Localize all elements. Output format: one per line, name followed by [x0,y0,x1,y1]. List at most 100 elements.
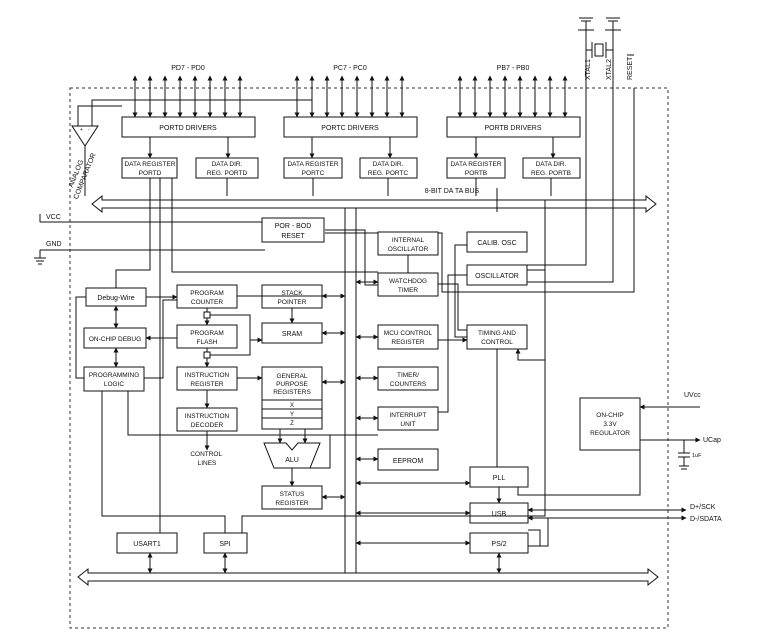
usb-block: USB [469,502,529,524]
svg-text:TIMER/: TIMER/ [397,372,419,379]
svg-text:LOGIC: LOGIC [104,381,125,388]
pd-pins-label: PD7 - PD0 [171,65,205,72]
data-dir-register-portd: DATA DIR. REG. PORTD [195,157,259,179]
svg-text:REGISTER: REGISTER [190,381,224,388]
data-register-portb: DATA REGISTER PORTB [446,157,506,179]
dminus-label: D-/SDATA [690,516,722,523]
mcu-control-register-block: MCU CONTROL REGISTER [377,324,439,350]
control-lines-label: CONTROL LINES [190,451,223,467]
svg-text:INSTRUCTION: INSTRUCTION [185,413,230,420]
pb-pins-label: PB7 - PB0 [497,65,530,72]
sram-block: SRAM [261,322,323,344]
instruction-decoder-block: INSTRUCTION DECODER [176,407,238,432]
pll-block: PLL [469,466,529,488]
reset-label: RESET [627,56,634,80]
svg-text:CALIB. OSC: CALIB. OSC [477,240,516,247]
svg-text:ON-CHIP: ON-CHIP [596,412,623,419]
svg-text:+: + [80,127,83,133]
debug-wire-block: Debug-Wire [85,287,147,307]
svg-text:POR - BOD: POR - BOD [275,223,312,230]
chip-boundary [69,87,669,629]
status-register-block: STATUS REGISTER [261,485,323,510]
svg-text:OSCILLATOR: OSCILLATOR [475,273,519,280]
interrupt-unit-block: INTERRUPT UNIT [377,406,439,431]
svg-text:Y: Y [290,412,294,418]
portb-pin-arrows [457,75,568,118]
svg-text:REG. PORTB: REG. PORTB [531,170,571,177]
svg-text:FLASH: FLASH [197,339,218,346]
internal-oscillator-block: INTERNAL OSCILLATOR [377,231,439,256]
portb-drivers-block: PORTB DRIVERS [446,116,581,138]
svg-text:POINTER: POINTER [278,299,307,306]
svg-text:RESET: RESET [281,233,305,240]
data-bus-label: 8-BIT DA TA BUS [425,188,480,195]
on-chip-debug-block: ON-CHIP DEBUG [83,327,147,349]
svg-text:TIMING AND: TIMING AND [478,330,516,337]
svg-text:REGULATOR: REGULATOR [590,430,630,437]
svg-text:DATA DIR.: DATA DIR. [212,161,243,168]
portc-pin-arrows [294,75,405,118]
svg-text:DATA DIR.: DATA DIR. [536,161,567,168]
svg-text:SPI: SPI [219,541,230,548]
svg-text:-: - [88,127,90,133]
svg-text:REG. PORTC: REG. PORTC [368,170,409,177]
analog-comparator-label: ANALOG COMPARATOR [64,149,97,200]
oscillator-block: OSCILLATOR [466,264,528,286]
timing-control-block: TIMING AND CONTROL [466,324,528,350]
svg-text:PLL: PLL [493,475,506,482]
watchdog-timer-block: WATCHDOG TIMER [377,272,439,297]
alu-block: ALU [263,442,321,469]
analog-comparator-symbol [71,125,99,147]
svg-text:REGISTERS: REGISTERS [273,389,311,396]
portb-drivers-label: PORTB DRIVERS [484,125,541,132]
gnd-label: GND [46,241,62,248]
svg-text:X: X [290,403,294,409]
data-bus-top [91,194,657,214]
portd-drivers-label: PORTD DRIVERS [159,125,217,132]
svg-text:PORTD: PORTD [139,170,162,177]
data-bus-bottom [77,567,659,587]
data-register-portc: DATA REGISTER PORTC [283,157,343,179]
svg-text:COUNTER: COUNTER [191,299,223,306]
timer-counters-block: TIMER/ COUNTERS [377,366,439,391]
calib-osc-block: CALIB. OSC [466,231,528,253]
portd-drivers-block: PORTD DRIVERS [121,116,256,138]
svg-text:MCU CONTROL: MCU CONTROL [384,330,433,337]
svg-text:ON-CHIP DEBUG: ON-CHIP DEBUG [89,336,141,343]
data-dir-register-portc: DATA DIR. REG. PORTC [359,157,418,179]
vcc-label: VCC [46,214,61,221]
svg-text:SRAM: SRAM [282,331,302,338]
svg-text:INTERRUPT: INTERRUPT [389,412,426,419]
svg-text:DATA REGISTER: DATA REGISTER [124,161,175,168]
general-purpose-registers-block: GENERAL PURPOSE REGISTERS X Y Z [261,366,323,430]
xtal1-label: XTAL1 [585,59,592,80]
svg-text:ALU: ALU [285,457,299,464]
svg-text:DATA REGISTER: DATA REGISTER [287,161,338,168]
internal-connections [75,178,641,574]
svg-text:COUNTERS: COUNTERS [390,381,427,388]
svg-text:REGISTER: REGISTER [275,500,309,507]
svg-text:STATUS: STATUS [280,491,305,498]
cap-value-label: 1uF [692,453,702,459]
data-register-portd: DATA REGISTER PORTD [121,157,178,179]
svg-text:REG. PORTD: REG. PORTD [207,170,248,177]
program-counter-block: PROGRAM COUNTER [176,284,238,309]
svg-text:STACK: STACK [281,290,303,297]
svg-text:PROGRAM: PROGRAM [190,290,224,297]
svg-text:DATA DIR.: DATA DIR. [373,161,404,168]
svg-text:USART1: USART1 [133,541,161,548]
svg-text:PROGRAMMING: PROGRAMMING [89,372,140,379]
usart1-block: USART1 [116,532,178,554]
svg-text:WATCHDOG: WATCHDOG [389,278,427,285]
svg-text:INTERNAL: INTERNAL [392,237,425,244]
ps2-block: PS/2 [469,532,529,554]
portd-pin-arrows [132,75,243,118]
data-dir-register-portb: DATA DIR. REG. PORTB [522,157,581,179]
dplus-label: D+/SCK [690,504,716,511]
svg-text:GENERAL: GENERAL [276,373,307,380]
svg-text:Z: Z [290,421,294,427]
svg-text:DATA REGISTER: DATA REGISTER [450,161,501,168]
svg-text:USB: USB [492,511,507,518]
svg-text:PORTB: PORTB [465,170,487,177]
svg-text:PORTC: PORTC [302,170,325,177]
